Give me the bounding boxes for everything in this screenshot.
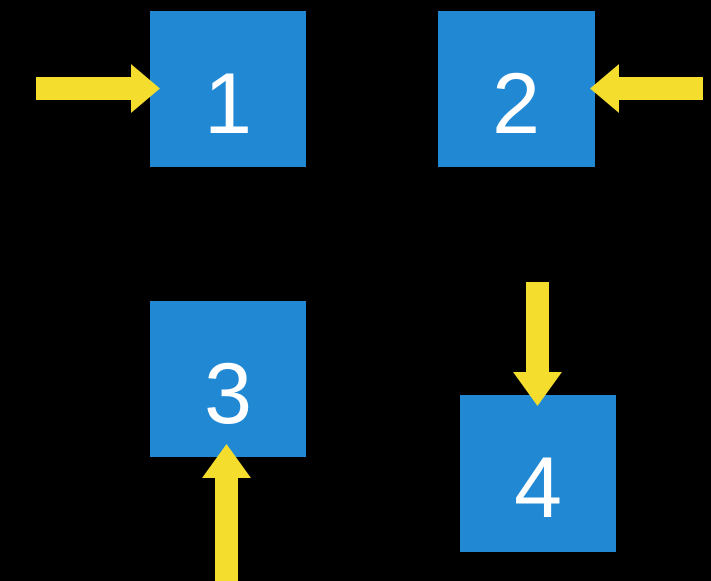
arrow-down-into-box-4	[513, 282, 562, 406]
arrow-left-into-box-2	[590, 64, 703, 113]
node-label-2: 2	[492, 56, 540, 152]
node-label-3: 3	[204, 346, 252, 442]
node-box-4[interactable]	[460, 395, 616, 552]
arrow-up-into-box-3	[202, 444, 251, 581]
node-label-1: 1	[204, 56, 252, 152]
node-box-2[interactable]	[438, 11, 595, 167]
node-box-3[interactable]	[150, 301, 306, 457]
arrow-right-into-box-1	[36, 64, 160, 113]
node-box-1[interactable]	[150, 11, 306, 167]
node-label-4: 4	[514, 440, 562, 536]
